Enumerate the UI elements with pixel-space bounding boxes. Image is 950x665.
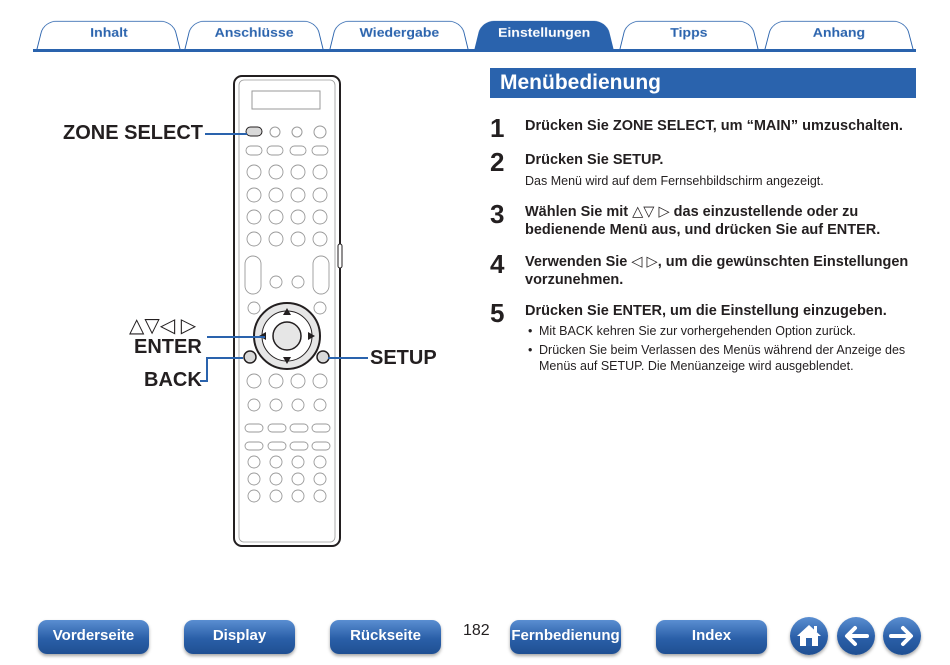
- step-5: 5 Drücken Sie ENTER, um die Einstellung …: [490, 298, 920, 374]
- step-text: Drücken Sie SETUP.: [525, 152, 664, 168]
- zone-select-leader: [205, 133, 247, 135]
- tab-wiedergabe[interactable]: Wiedergabe: [329, 20, 469, 51]
- nav-index-button[interactable]: Index: [656, 620, 767, 654]
- step-3: 3 Wählen Sie mit △▽ ▷ das einzustellende…: [490, 199, 920, 239]
- step-number: 3: [490, 199, 505, 229]
- step-subtext: Das Menü wird auf dem Fernsehbildschirm …: [525, 174, 824, 188]
- nav-vorderseite-button[interactable]: Vorderseite: [38, 620, 149, 654]
- setup-callout: SETUP: [370, 347, 437, 369]
- back-leader: [206, 357, 243, 359]
- nav-fernbedienung-button[interactable]: Fernbedienung: [510, 620, 621, 654]
- back-callout: BACK: [144, 369, 202, 391]
- bullet-item: Drücken Sie beim Verlassen des Menüs wäh…: [525, 342, 920, 374]
- step-text: Wählen Sie mit △▽ ▷ das einzustellende o…: [525, 204, 881, 238]
- back-leader-vertical: [206, 357, 208, 381]
- tab-inhalt[interactable]: Inhalt: [36, 20, 181, 51]
- remote-control-drawing: [233, 75, 343, 547]
- tab-anhang[interactable]: Anhang: [764, 20, 914, 51]
- tab-underline: [33, 49, 916, 52]
- enter-callout: ENTER: [134, 336, 202, 358]
- arrow-left-icon: [845, 626, 869, 646]
- step-1: 1 Drücken Sie ZONE SELECT, um “MAIN” umz…: [490, 113, 920, 143]
- nav-display-button[interactable]: Display: [184, 620, 295, 654]
- step-4: 4 Verwenden Sie ◁ ▷, um die gewünschten …: [490, 249, 920, 289]
- zone-select-callout: ZONE SELECT: [63, 122, 204, 144]
- tab-einstellungen[interactable]: Einstellungen: [474, 20, 614, 51]
- home-icon: [797, 625, 821, 646]
- forward-arrow-button[interactable]: [883, 617, 921, 655]
- setup-leader: [328, 357, 368, 359]
- tab-tipps[interactable]: Tipps: [619, 20, 759, 51]
- back-leader-stub: [200, 380, 208, 382]
- step-2: 2 Drücken Sie SETUP. Das Menü wird auf d…: [490, 147, 920, 190]
- arrows-callout: △▽◁ ▷: [129, 315, 197, 337]
- enter-leader: [207, 336, 265, 338]
- top-tab-bar: Inhalt Anschlüsse Wiedergabe Einstellung…: [0, 0, 950, 56]
- step-text: Drücken Sie ENTER, um die Einstellung ei…: [525, 303, 887, 319]
- step-number: 2: [490, 147, 505, 177]
- step-text: Drücken Sie ZONE SELECT, um “MAIN” umzus…: [525, 118, 903, 134]
- step-number: 5: [490, 298, 505, 328]
- arrow-right-icon: [889, 626, 913, 646]
- nav-rueckseite-button[interactable]: Rückseite: [330, 620, 441, 654]
- home-button[interactable]: [790, 617, 828, 655]
- step-number: 1: [490, 113, 505, 143]
- bullet-item: Mit BACK kehren Sie zur vorhergehenden O…: [525, 323, 920, 339]
- step-number: 4: [490, 249, 505, 279]
- section-title: Menübedienung: [490, 68, 916, 98]
- page-number: 182: [463, 622, 490, 639]
- step-text: Verwenden Sie ◁ ▷, um die gewünschten Ei…: [525, 254, 909, 288]
- tab-anschluesse[interactable]: Anschlüsse: [184, 20, 324, 51]
- back-arrow-button[interactable]: [837, 617, 875, 655]
- remote-control-illustration: [232, 74, 344, 550]
